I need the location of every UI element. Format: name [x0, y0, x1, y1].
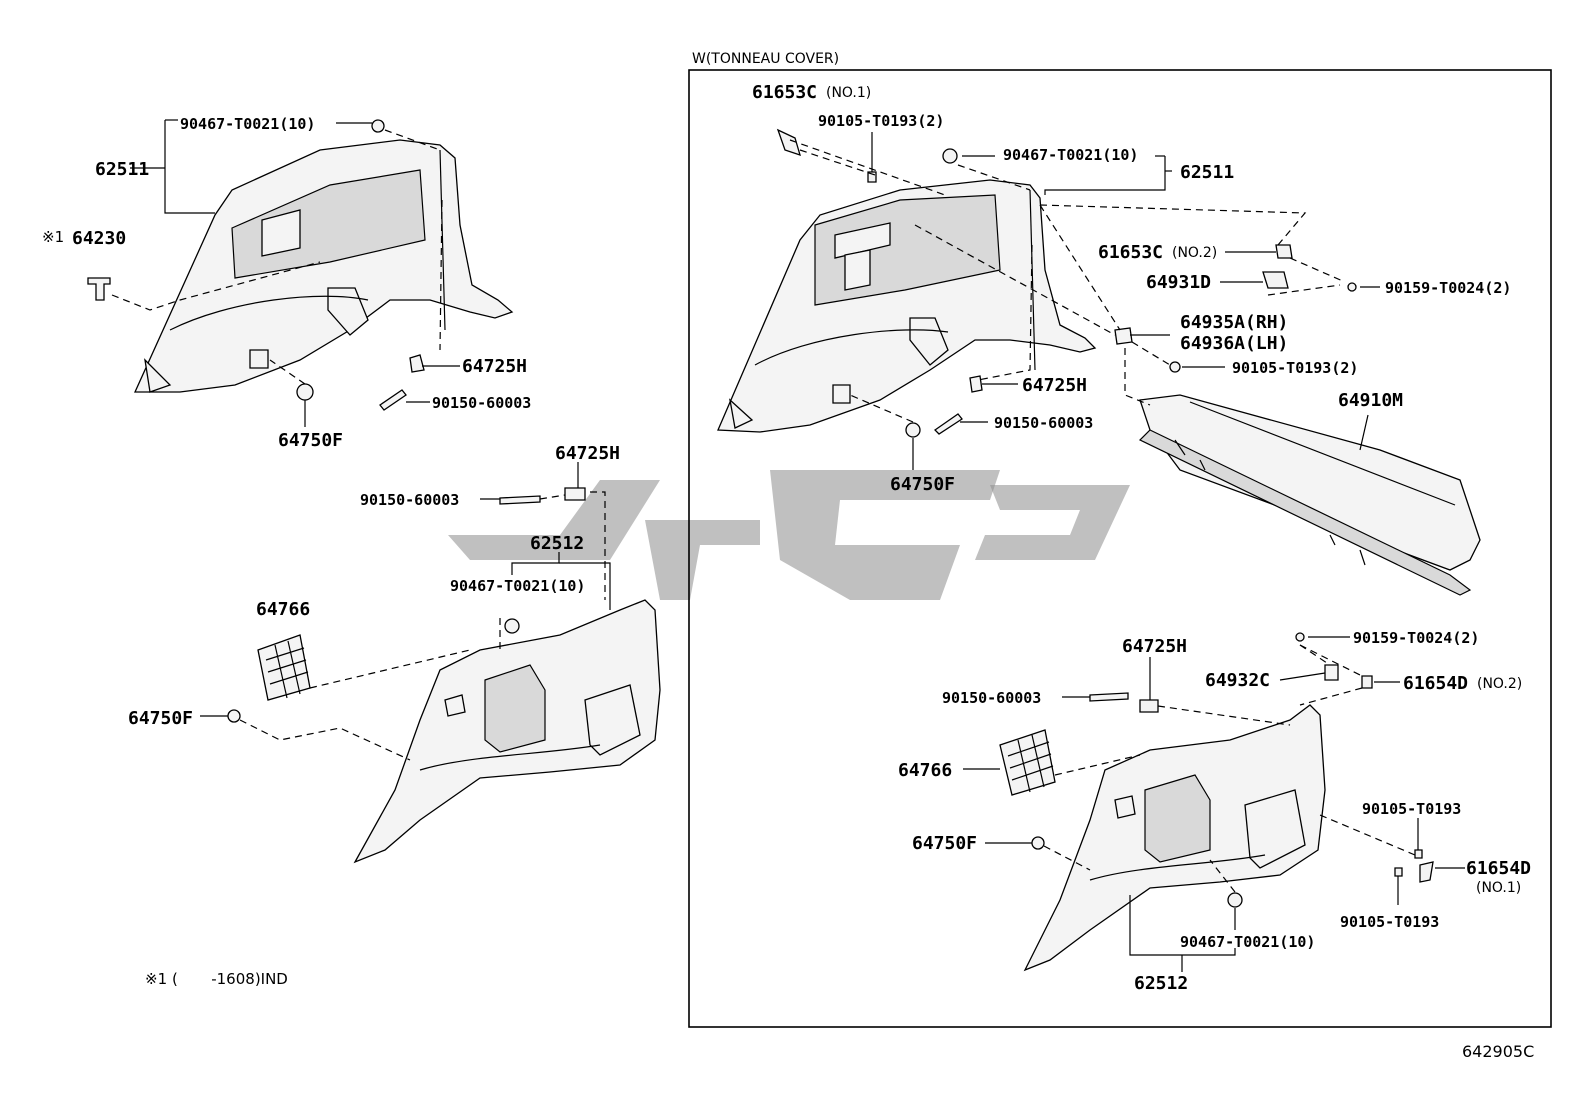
left-lower-leaders [200, 462, 611, 761]
label-right-64910m: 64910M [1338, 390, 1403, 411]
label-left-upper-screw: 90467-T0021(10) [180, 115, 315, 133]
label-right-upper-64725h: 64725H [1022, 375, 1087, 396]
label-left-lower-bolt: 90150-60003 [360, 491, 459, 509]
label-right-lower-64725h: 64725H [1122, 636, 1187, 657]
label-left-64230: 64230 [72, 228, 126, 249]
label-right-64932c: 64932C [1205, 670, 1270, 691]
label-left-lower-64750f: 64750F [128, 708, 193, 729]
label-right-screw-b: 90467-T0021(10) [1003, 146, 1138, 164]
label-right-64931d: 64931D [1146, 272, 1211, 293]
right-lower-trim-62512 [1023, 704, 1326, 972]
right-lower-bolt [1089, 692, 1129, 702]
label-left-lower-screw: 90467-T0021(10) [450, 577, 585, 595]
left-lower-clip [227, 709, 241, 723]
right-upper-bolt [933, 413, 963, 435]
right-61654d-no2 [1361, 675, 1373, 689]
label-left-upper-bolt: 90150-60003 [432, 394, 531, 412]
right-screw-f [1414, 849, 1423, 859]
right-screw-c [1347, 282, 1357, 292]
label-right-61653c-no1: 61653C [752, 82, 817, 103]
label-right-62512: 62512 [1134, 973, 1188, 994]
left-upper-leaders [111, 119, 460, 427]
right-61654d-no1 [1419, 861, 1434, 883]
right-screw-e [1295, 632, 1305, 642]
label-right-62511: 62511 [1180, 162, 1234, 183]
label-right-screw-a: 90105-T0193(2) [818, 112, 944, 130]
variant-label: W(TONNEAU COVER) [692, 51, 839, 67]
label-right-61654d-no1: 61654D [1466, 858, 1531, 879]
label-right-screw-c: 90159-T0024(2) [1385, 279, 1511, 297]
label-left-lower-62512: 62512 [530, 533, 584, 554]
label-right-lower-64750f: 64750F [912, 833, 977, 854]
label-right-61654d-no1-suffix: (NO.1) [1476, 880, 1521, 896]
left-upper-trim-62511 [133, 139, 514, 393]
right-lower-leaders [963, 636, 1465, 972]
label-right-screw-g: 90105-T0193 [1340, 913, 1439, 931]
right-64931d [1262, 271, 1289, 289]
right-upper-clip [905, 422, 921, 438]
right-upper-64725h [969, 375, 983, 393]
left-upper-bolt [379, 389, 407, 411]
label-left-note-mark: ※1 [42, 228, 64, 246]
left-lower-64725h [564, 487, 586, 501]
label-right-64936a: 64936A(LH) [1180, 333, 1288, 354]
left-upper-64725h [409, 354, 425, 373]
right-lower-clip [1031, 836, 1045, 850]
watermark-logo [448, 470, 1130, 600]
right-upper-small-parts [776, 128, 1357, 438]
right-upper-leaders [789, 132, 1380, 470]
right-tonneau-cover-64910m [1138, 394, 1481, 596]
label-right-upper-64750f: 64750F [890, 474, 955, 495]
label-right-64766: 64766 [898, 760, 952, 781]
right-64932c [1324, 664, 1339, 681]
label-right-61653c-no2: 61653C [1098, 242, 1163, 263]
label-right-screw-d: 90105-T0193(2) [1232, 359, 1358, 377]
right-screw-d [1169, 361, 1181, 373]
label-left-upper-62511: 62511 [95, 159, 149, 180]
diagram-code: 642905C [1462, 1042, 1534, 1061]
right-upper-trim-62511 [717, 179, 1097, 433]
label-left-upper-64750f: 64750F [278, 430, 343, 451]
right-lower-64725h [1139, 699, 1159, 713]
left-upper-clip [296, 383, 314, 401]
right-lower-small-parts [999, 632, 1434, 908]
right-screw-b [942, 148, 958, 164]
label-right-61654d-no2-suffix: (NO.2) [1477, 676, 1522, 692]
left-upper-small-parts [87, 119, 425, 411]
right-61653c-no1 [776, 128, 801, 157]
label-left-64766: 64766 [256, 599, 310, 620]
left-lower-trim-62512 [353, 599, 661, 864]
footnote-text: ( -1608)IND [172, 970, 288, 988]
right-64935a [1114, 327, 1133, 345]
label-left-lower-64725h: 64725H [555, 443, 620, 464]
label-right-lower-bolt: 90150-60003 [942, 689, 1041, 707]
left-64230-spacer [87, 277, 111, 301]
right-61653c-no2 [1275, 244, 1293, 259]
label-right-61654d-no2: 61654D [1403, 673, 1468, 694]
label-right-upper-bolt: 90150-60003 [994, 414, 1093, 432]
left-lower-bolt [499, 495, 541, 505]
footnote-mark: ※1 [145, 970, 167, 988]
left-lower-small-parts [227, 487, 586, 723]
label-right-screw-f: 90105-T0193 [1362, 800, 1461, 818]
label-right-61653c-no1-suffix: (NO.1) [826, 85, 871, 101]
variant-frame [688, 69, 1552, 1028]
label-right-61653c-no2-suffix: (NO.2) [1172, 245, 1217, 261]
right-screw-g [1394, 867, 1403, 877]
right-screw-h [1227, 892, 1243, 908]
label-right-64935a: 64935A(RH) [1180, 312, 1288, 333]
left-lower-screw [504, 618, 520, 634]
label-right-screw-e: 90159-T0024(2) [1353, 629, 1479, 647]
label-right-screw-h: 90467-T0021(10) [1180, 933, 1315, 951]
label-left-upper-64725h: 64725H [462, 356, 527, 377]
left-upper-screw [371, 119, 385, 133]
